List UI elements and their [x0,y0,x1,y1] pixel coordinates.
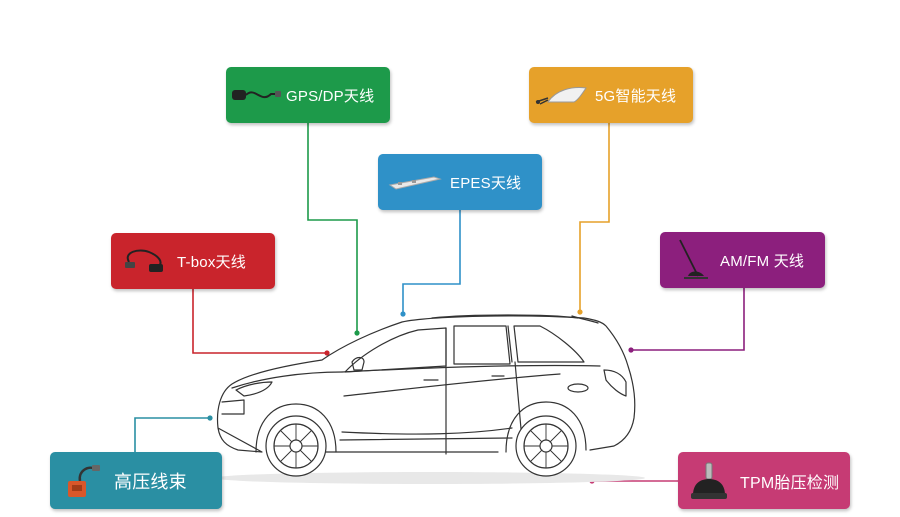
wire-leader-line [134,417,210,452]
callout-label: T-box天线 [177,253,246,271]
wire-harness-connector-icon [50,452,114,509]
tbox-antenna-callout: T-box天线 [111,233,275,289]
5g-smart-antenna-callout: 5G智能天线 [529,67,693,123]
callout-label: 高压线束 [114,471,187,492]
gps-antenna-cable-icon [226,67,286,123]
shark-fin-antenna-icon [529,67,595,123]
callout-label: GPS/DP天线 [286,87,375,105]
am-fm-antenna-callout: AM/FM 天线 [660,232,825,288]
tpms-callout: TPM胎压检测 [678,452,850,509]
callout-label: 5G智能天线 [595,87,677,105]
tbox-leader-line [192,289,327,354]
bar-antenna-icon [378,154,450,210]
tire-pressure-sensor-icon [678,452,740,509]
callout-label: AM/FM 天线 [720,252,805,270]
gps-dp-antenna-callout: GPS/DP天线 [226,67,390,123]
tbox-antenna-cable-icon [111,233,177,289]
suv-outline-icon [215,314,645,484]
high-voltage-harness-callout: 高压线束 [50,452,222,509]
callout-label: EPES天线 [450,174,522,192]
gps-leader-line [307,123,358,333]
amfm-leader-line [631,288,745,351]
epes-leader-line [402,210,461,314]
epes-antenna-callout: EPES天线 [378,154,542,210]
callout-label: TPM胎压检测 [740,474,840,492]
fiveg-leader-line [579,123,610,312]
whip-antenna-icon [660,232,720,288]
